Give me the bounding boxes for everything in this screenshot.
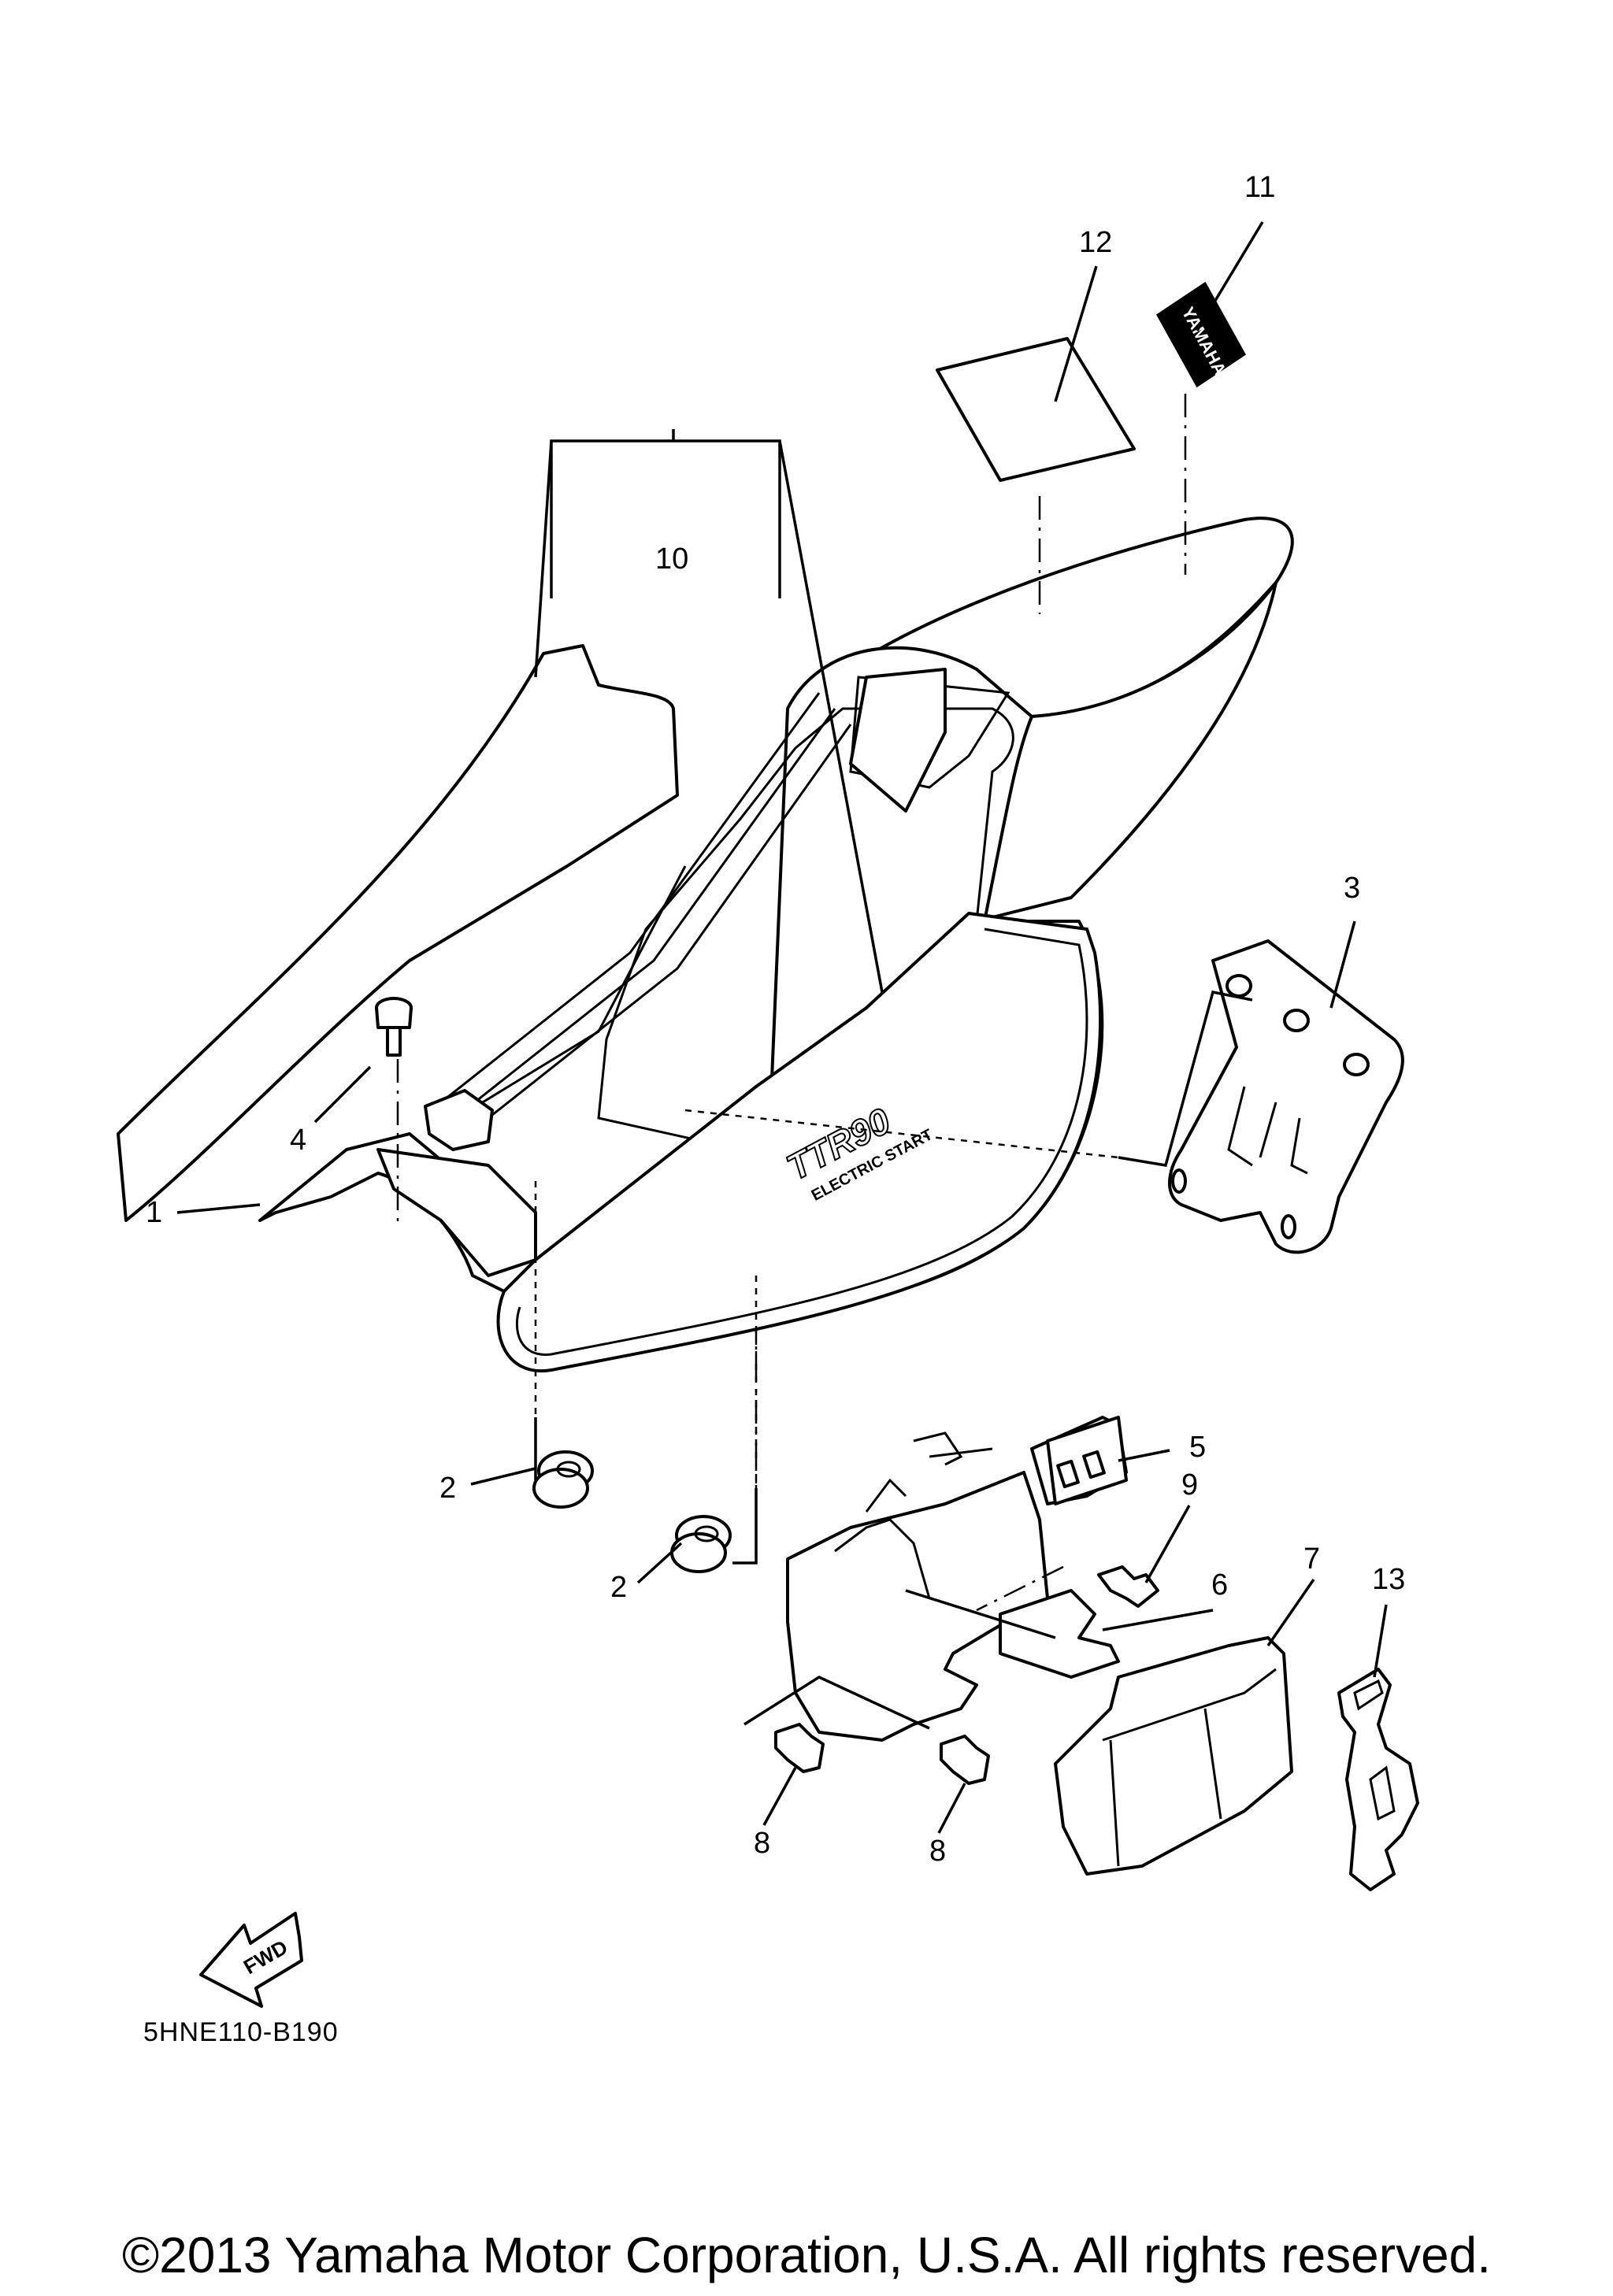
callout-13: 13 bbox=[1372, 1563, 1405, 1596]
part-3-bracket bbox=[1168, 939, 1404, 1254]
seat-outline bbox=[117, 644, 679, 1222]
part-4-bolt bbox=[375, 997, 413, 1057]
callout-7: 7 bbox=[1303, 1542, 1320, 1576]
callout-11: 11 bbox=[1244, 171, 1275, 204]
leader-lines bbox=[176, 221, 1388, 1834]
diagram-code: 5HNE110-B190 bbox=[143, 2017, 339, 2047]
part-11-emblem: YAMAHA bbox=[1156, 281, 1246, 388]
part-5-relay bbox=[1030, 1416, 1128, 1505]
callout-labels: 1 2 2 3 4 5 6 7 8 8 9 10 11 12 13 bbox=[146, 171, 1405, 1868]
callout-6: 6 bbox=[1211, 1568, 1228, 1602]
battery-box bbox=[786, 1431, 1293, 1876]
callout-8-right: 8 bbox=[929, 1835, 946, 1868]
callout-9: 9 bbox=[1181, 1468, 1198, 1502]
callout-2-left: 2 bbox=[439, 1472, 456, 1505]
copyright-notice: ©2013 Yamaha Motor Corporation, U.S.A. A… bbox=[121, 2227, 1492, 2283]
part-13-strap bbox=[1337, 1668, 1419, 1891]
part-8-bolt-left bbox=[774, 1723, 825, 1773]
callout-1: 1 bbox=[146, 1196, 162, 1229]
callout-2-right: 2 bbox=[610, 1571, 627, 1604]
callout-3: 3 bbox=[1344, 872, 1360, 905]
rear-fender bbox=[258, 517, 1294, 1373]
callout-5: 5 bbox=[1189, 1431, 1206, 1464]
part-8-bolt-right bbox=[940, 1735, 990, 1785]
part-2-grommet-right bbox=[670, 1515, 732, 1573]
callout-10: 10 bbox=[655, 543, 688, 576]
part-9-bolt bbox=[1097, 1565, 1159, 1608]
fwd-arrow-icon: FWD bbox=[199, 1912, 303, 2008]
assembly-lines bbox=[396, 394, 1253, 1639]
callout-8-left: 8 bbox=[754, 1827, 770, 1860]
part-12-label bbox=[936, 337, 1136, 482]
part-2-grommet-left bbox=[532, 1450, 594, 1509]
callout-4: 4 bbox=[290, 1124, 306, 1157]
callout-12: 12 bbox=[1079, 226, 1112, 259]
